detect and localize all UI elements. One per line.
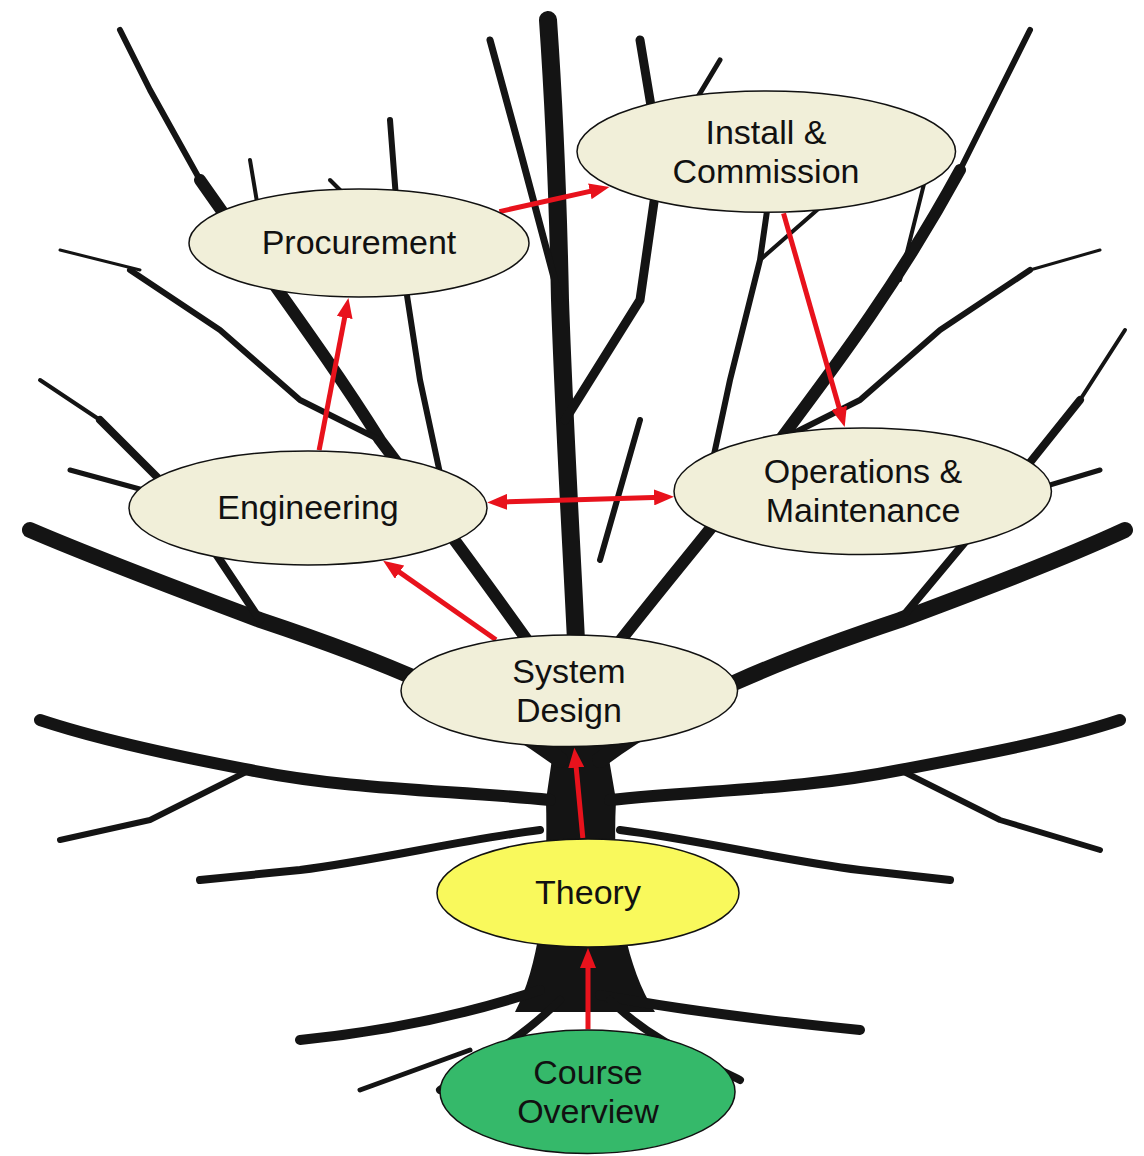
- ellipse-shape: [577, 91, 956, 212]
- node-text-holder: Course Overview: [439, 1029, 736, 1155]
- node-label: Install & Commission: [661, 113, 871, 191]
- tree-branch: [960, 30, 1030, 170]
- ellipse-shape: [440, 1030, 735, 1154]
- ellipse-shape: [437, 839, 739, 947]
- tree-branch: [120, 30, 200, 180]
- flow-arrow: [499, 190, 597, 212]
- tree-branches: [30, 20, 1125, 1090]
- tree-branch: [600, 420, 640, 560]
- node-label: Procurement: [262, 223, 457, 262]
- ellipse-node: Install & Commission: [576, 90, 957, 213]
- node-text-holder: System Design: [400, 634, 739, 748]
- node-text-holder: Theory: [436, 838, 740, 948]
- tree-branch: [1030, 250, 1100, 270]
- tree-branch: [60, 250, 140, 270]
- ellipse-shape: [401, 635, 738, 747]
- tree-branch: [590, 170, 960, 680]
- node-text-holder: Procurement: [188, 188, 530, 298]
- node-label: Theory: [535, 873, 641, 912]
- node-text-holder: Engineering: [128, 450, 488, 566]
- node-label: System Design: [494, 652, 644, 730]
- ellipse-node: Operations & Maintenance: [673, 427, 1052, 556]
- tree-branch: [60, 770, 250, 840]
- ellipse-node: Course Overview: [439, 1029, 736, 1155]
- ellipse-shape: [129, 451, 487, 565]
- ellipse-node: Theory: [436, 838, 740, 948]
- ellipse-node: System Design: [400, 634, 739, 748]
- tree-branch: [565, 40, 660, 420]
- flow-arrow: [319, 310, 346, 450]
- node-text-holder: Operations & Maintenance: [673, 427, 1052, 556]
- node-label: Engineering: [217, 488, 398, 527]
- tree-branch: [548, 20, 580, 730]
- tree-branch: [1080, 330, 1125, 400]
- tree-branch: [780, 270, 1030, 440]
- tree-root: [300, 990, 540, 1040]
- node-label: Course Overview: [505, 1053, 670, 1131]
- flow-arrow: [499, 497, 662, 502]
- flow-arrow: [784, 213, 842, 415]
- node-text-holder: Install & Commission: [576, 90, 957, 213]
- flow-arrow: [575, 760, 582, 838]
- tree-branch: [900, 770, 1100, 850]
- flow-arrow: [393, 568, 496, 640]
- tree-branch: [610, 720, 1120, 800]
- ellipse-node: Procurement: [188, 188, 530, 298]
- tree-branch: [40, 380, 100, 420]
- ellipse-node: Engineering: [128, 450, 488, 566]
- ellipse-shape: [189, 189, 529, 297]
- node-label: Operations & Maintenance: [750, 452, 975, 530]
- flow-arrow: [585, 960, 590, 1029]
- ellipse-shape: [674, 428, 1051, 555]
